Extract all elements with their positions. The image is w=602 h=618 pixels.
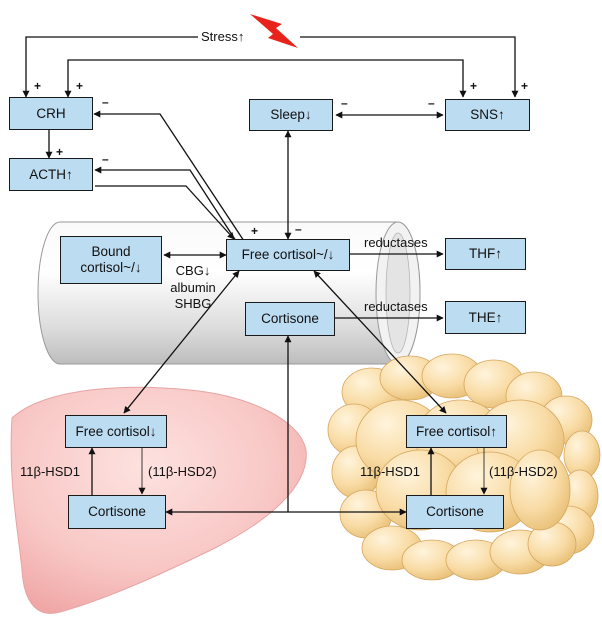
hsd2-fat-label: (11β-HSD2) xyxy=(489,464,558,479)
stress-label: Stress↑ xyxy=(199,29,247,44)
bound-cortisol-line-2: cortisol~/↓ xyxy=(80,260,142,275)
cortisol-sleep-sign: – xyxy=(295,222,302,236)
hsd1-liver-label: 11β-HSD1 xyxy=(20,464,80,479)
free-cortisol-liver-box: Free cortisol↓ xyxy=(65,415,167,448)
cortisone-blood-box: Cortisone xyxy=(245,302,335,336)
cortisol-fat-link xyxy=(313,270,447,414)
sleep-sns-left-sign: – xyxy=(341,96,348,110)
crh-sns-sign: + xyxy=(470,79,478,93)
sns-crh-link xyxy=(64,59,467,98)
cortisone-fat-box: Cortisone xyxy=(406,495,504,529)
reductases-bottom-label: reductases xyxy=(364,299,428,314)
crh-acth-sign: + xyxy=(56,145,64,159)
hsd1-fat-label: 11β-HSD1 xyxy=(360,464,420,479)
reductases-top-label: reductases xyxy=(364,235,428,250)
sns-box: SNS↑ xyxy=(445,99,530,131)
bound-cortisol-box: Bound cortisol~/↓ xyxy=(60,236,162,284)
sleep-box: Sleep↓ xyxy=(249,99,333,131)
free-cortisol-blood-box: Free cortisol~/↓ xyxy=(226,239,350,271)
shbg-label: SHBG xyxy=(174,296,212,311)
sleep-sns-right-sign: – xyxy=(428,96,435,110)
crh-box: CRH xyxy=(9,97,93,130)
stress-to-sns-arrow xyxy=(300,36,519,98)
sns-crh-sign: + xyxy=(76,79,84,93)
cortisol-crh-sign: – xyxy=(102,95,109,109)
albumin-label: albumin xyxy=(170,280,216,295)
stress-crh-sign: + xyxy=(34,79,42,93)
thf-box: THF↑ xyxy=(445,238,526,270)
hsd2-liver-label: (11β-HSD2) xyxy=(148,464,217,479)
cortisone-liver-box: Cortisone xyxy=(68,495,166,529)
cbg-label: CBG↓ xyxy=(175,263,211,278)
the-box: THE↑ xyxy=(445,301,526,334)
acth-to-cortisol-arrow xyxy=(95,185,235,240)
stress-sns-sign: + xyxy=(521,79,529,93)
bound-cortisol-line-1: Bound xyxy=(91,244,131,260)
cortisol-to-acth-feedback xyxy=(94,166,237,242)
lightning-bolt-icon xyxy=(250,14,298,48)
free-cortisol-fat-box: Free cortisol↑ xyxy=(406,415,507,448)
fat-globule xyxy=(509,449,571,531)
cortisol-acth-sign: – xyxy=(102,152,109,166)
cortisol-liver-link xyxy=(123,270,240,414)
stress-to-crh-arrow xyxy=(22,36,198,98)
cortisol-to-crh-feedback xyxy=(93,110,245,242)
acth-box: ACTH↑ xyxy=(9,158,93,191)
acth-cortisol-sign: + xyxy=(251,224,259,238)
